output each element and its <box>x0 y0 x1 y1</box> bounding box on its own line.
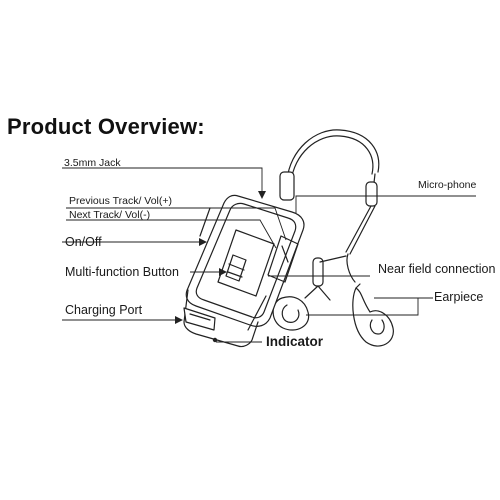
label-indicator: Indicator <box>266 334 324 349</box>
label-near-field-connection: Near field connection <box>378 262 496 276</box>
page-title: Product Overview: <box>7 114 205 139</box>
earbud-left <box>272 296 310 331</box>
label-multi-function-button: Multi-function Button <box>65 265 179 279</box>
label-next-track: Next Track/ Vol(-) <box>69 209 151 221</box>
callout-lines <box>62 167 476 343</box>
device-body <box>183 194 305 348</box>
multi-function-button <box>225 254 247 282</box>
label-microphone: Micro-phone <box>418 179 477 191</box>
microphone-body <box>365 181 378 207</box>
label-jack: 3.5mm Jack <box>64 157 121 169</box>
device-front-panel <box>217 229 275 297</box>
label-on-off: On/Off <box>65 235 102 249</box>
label-charging-port: Charging Port <box>65 303 143 317</box>
indicator-led <box>212 337 218 343</box>
label-earpiece: Earpiece <box>434 290 484 304</box>
earbud-right <box>352 283 394 347</box>
headset-cable <box>279 129 380 301</box>
label-previous-track: Previous Track/ Vol(+) <box>69 195 172 207</box>
charging-port <box>183 307 216 331</box>
